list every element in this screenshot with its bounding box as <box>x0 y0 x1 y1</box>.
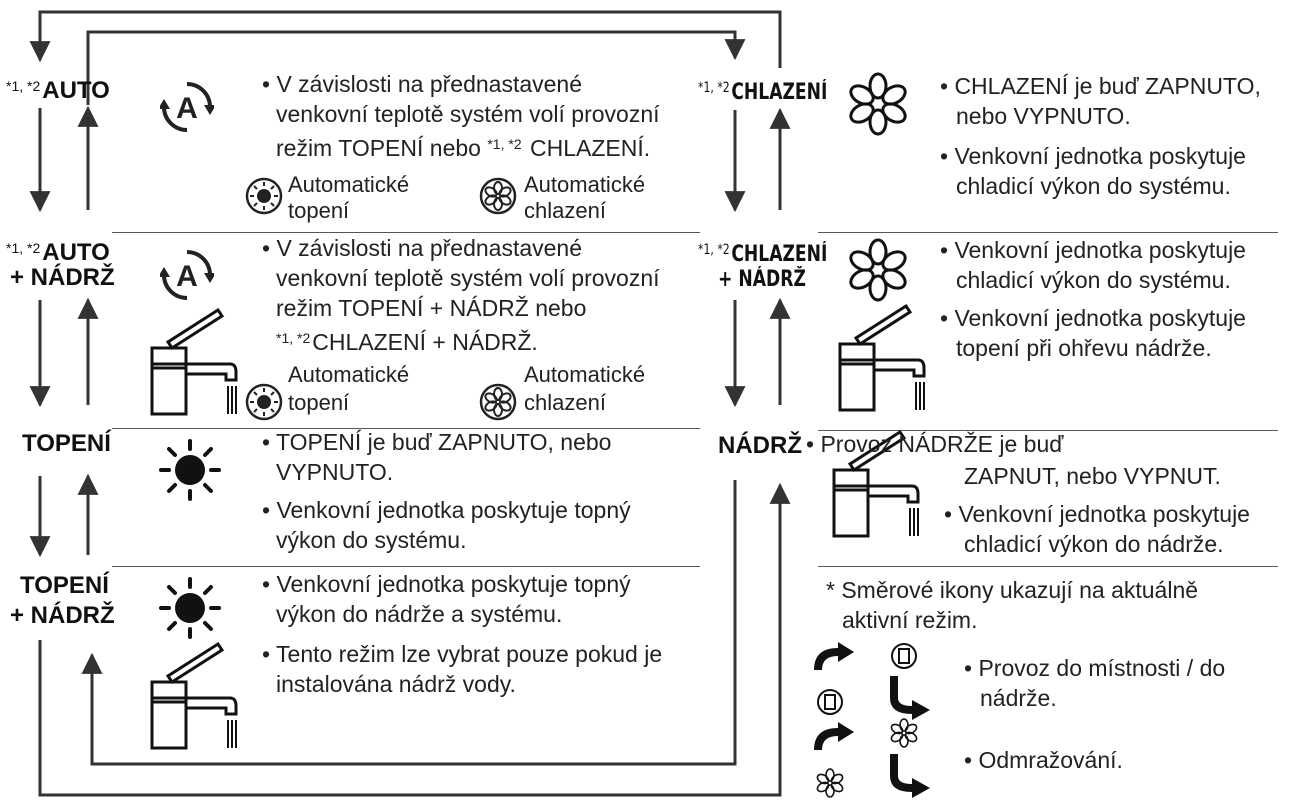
tank-desc-b1l2: ZAPNUT, nebo VYPNUT. <box>964 463 1221 489</box>
row-divider <box>112 232 700 233</box>
cool-desc-b2l1: • Venkovní jednotka poskytuje <box>940 143 1246 169</box>
mode-cool: *1, *2CHLAZENÍ <box>698 72 827 109</box>
snowflake-icon <box>849 238 907 302</box>
auto-desc-line3: režim TOPENÍ nebo *1, *2 CHLAZENÍ. <box>276 130 650 163</box>
note-room-l2: nádrže. <box>980 685 1057 711</box>
auto-cool-label2: chlazení <box>524 390 606 415</box>
auto-mode-icon: A <box>160 82 214 132</box>
row-divider <box>818 430 1278 431</box>
note-line2: aktivní režim. <box>842 607 978 633</box>
auto-tank-desc-line4-sup: *1, *2 <box>276 330 311 346</box>
mode-auto-tank: *1, *2AUTO <box>6 232 110 269</box>
tap-icon <box>838 303 926 412</box>
note-room-l1: • Provoz do místnosti / do <box>964 655 1226 681</box>
tap-icon <box>832 429 920 538</box>
auto-desc-line1: • V závislosti na přednastavené <box>262 71 583 97</box>
svg-text:A: A <box>176 260 198 293</box>
mode-auto-sup: *1, *2 <box>6 78 41 94</box>
mode-tank: NÁDRŽ <box>718 432 802 459</box>
sun-icon <box>159 577 221 639</box>
room-direction-icon <box>814 642 854 715</box>
cool-tank-desc-b1l1: • Venkovní jednotka poskytuje <box>940 237 1246 263</box>
tank-direction-icon <box>890 643 930 720</box>
heat-tank-desc-b2l1: • Tento režim lze vybrat pouze pokud je <box>262 641 663 667</box>
sun-icon <box>159 439 221 501</box>
note-defrost: • Odmražování. <box>964 747 1123 773</box>
heat-desc-b2l1: • Venkovní jednotka poskytuje topný <box>262 497 631 523</box>
tank-desc-b2l2: chladicí výkon do nádrže. <box>964 531 1224 557</box>
auto-tank-desc-line3: režim TOPENÍ + NÁDRŽ nebo <box>276 295 587 321</box>
auto-mode-icon: A <box>160 250 214 300</box>
mode-auto: *1, *2AUTO <box>6 70 110 107</box>
auto-heat-icon <box>245 383 283 421</box>
mode-cool-tank: *1, *2CHLAZENÍ <box>698 234 827 271</box>
auto-desc-line3-pre: režim TOPENÍ nebo <box>276 135 488 161</box>
mode-cool-tank-label1: CHLAZENÍ <box>731 242 828 267</box>
mode-auto-label: AUTO <box>42 77 110 104</box>
auto-cool-icon <box>479 383 517 421</box>
row-divider <box>818 232 1278 233</box>
auto-cool-label1: Automatické <box>524 172 646 197</box>
auto-heat-icon <box>245 177 283 215</box>
heat-tank-desc-b1l1: • Venkovní jednotka poskytuje topný <box>262 571 631 597</box>
mode-auto-tank-sup: *1, *2 <box>6 240 41 256</box>
mode-heat-tank-line2: + NÁDRŽ <box>10 602 115 629</box>
row-divider <box>818 566 1278 567</box>
mode-cool-tank-sup: *1, *2 <box>698 242 730 258</box>
tap-icon <box>150 307 238 416</box>
snowflake-icon <box>849 72 907 136</box>
defrost-direction-icon <box>814 722 854 798</box>
auto-tank-desc-line2: venkovní teplotě systém volí provozní <box>276 265 660 291</box>
tap-icon <box>150 641 238 750</box>
cool-tank-desc-b2l1: • Venkovní jednotka poskytuje <box>940 305 1246 331</box>
mode-cool-tank-line2: + NÁDRŽ <box>718 267 806 292</box>
auto-heat-label1: Automatické <box>288 362 410 387</box>
mode-cool-sup: *1, *2 <box>698 80 730 96</box>
auto-desc-line3-post: CHLAZENÍ. <box>523 135 651 161</box>
tank-desc-b2l1: • Venkovní jednotka poskytuje <box>944 501 1250 527</box>
heat-desc-b1l2: VYPNUTO. <box>276 459 394 485</box>
defrost-direction-icon <box>890 718 930 798</box>
mode-auto-tank-label1: AUTO <box>42 239 110 266</box>
heat-tank-desc-b1l2: výkon do nádrže a systému. <box>276 601 563 627</box>
svg-text:A: A <box>176 92 198 125</box>
mode-cool-label: CHLAZENÍ <box>731 80 828 105</box>
note-line1: * Směrové ikony ukazují na aktuálně <box>826 577 1199 603</box>
auto-cool-label1: Automatické <box>524 362 646 387</box>
cool-desc-b1l1: • CHLAZENÍ je buď ZAPNUTO, <box>940 73 1261 99</box>
cool-desc-b2l2: chladicí výkon do systému. <box>956 173 1231 199</box>
auto-cool-label2: chlazení <box>524 198 606 223</box>
cool-tank-desc-b2l2: topení při ohřevu nádrže. <box>956 335 1212 361</box>
mode-heat: TOPENÍ <box>22 430 111 457</box>
auto-heat-label2: topení <box>288 198 350 223</box>
row-divider <box>112 566 700 567</box>
row-divider <box>112 428 700 429</box>
mode-auto-tank-line2: + NÁDRŽ <box>10 264 115 291</box>
cool-tank-desc-b1l2: chladicí výkon do systému. <box>956 267 1231 293</box>
auto-cool-icon <box>479 177 517 215</box>
auto-desc-line2: venkovní teplotě systém volí provozní <box>276 101 660 127</box>
mode-heat-tank-line1: TOPENÍ <box>20 572 109 599</box>
heat-desc-b1l1: • TOPENÍ je buď ZAPNUTO, nebo <box>262 429 612 455</box>
heat-desc-b2l2: výkon do systému. <box>276 527 467 553</box>
tank-desc-b1l1: • Provoz NÁDRŽE je buď <box>806 431 1064 457</box>
auto-heat-label2: topení <box>288 390 350 415</box>
auto-desc-line3-sup: *1, *2 <box>487 136 522 152</box>
auto-tank-desc-line1: • V závislosti na přednastavené <box>262 235 583 261</box>
auto-tank-desc-line4-post: CHLAZENÍ + NÁDRŽ. <box>312 329 538 355</box>
auto-tank-desc-line4: *1, *2CHLAZENÍ + NÁDRŽ. <box>276 324 538 357</box>
auto-heat-label1: Automatické <box>288 172 410 197</box>
cool-desc-b1l2: nebo VYPNUTO. <box>956 103 1131 129</box>
heat-tank-desc-b2l2: instalována nádrž vody. <box>276 671 516 697</box>
